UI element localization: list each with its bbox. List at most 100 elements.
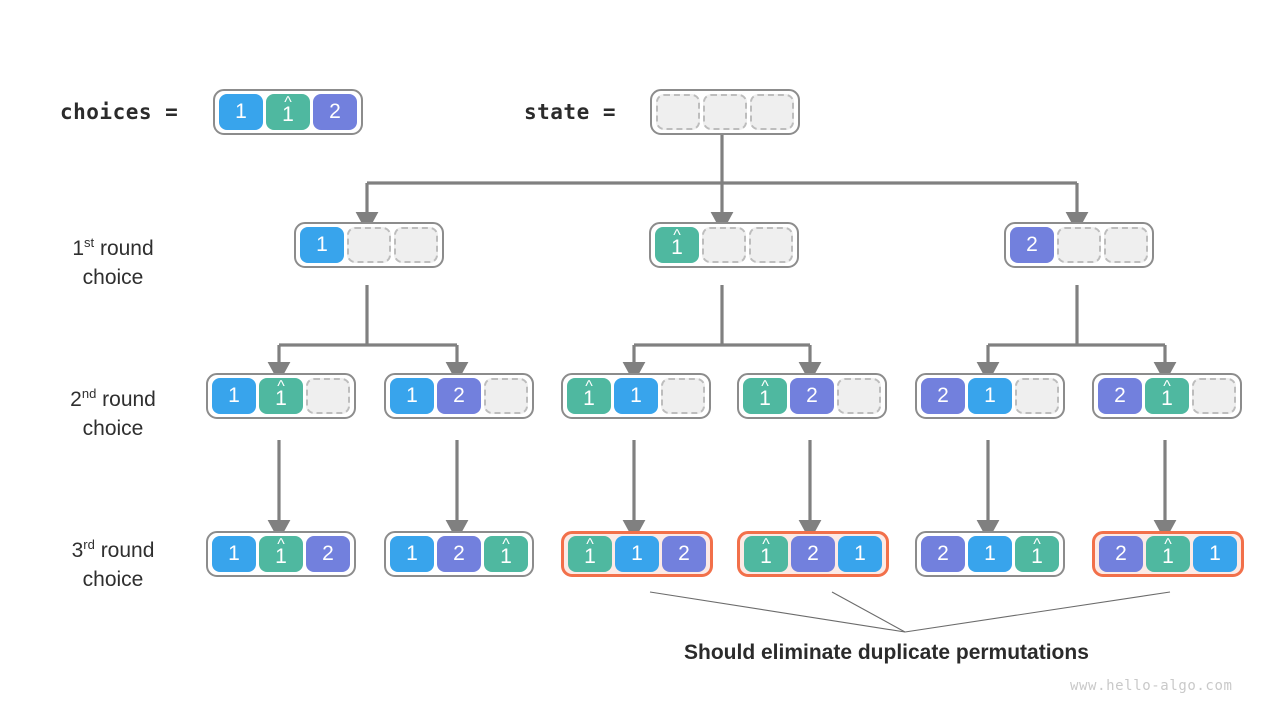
row-2-node-1-cell-1: ^1 <box>259 378 303 414</box>
row-1-node-1: 1 <box>294 222 444 268</box>
row-2-node-6: 2 ^1 <box>1092 373 1242 419</box>
row-2-node-1-cell-0: 1 <box>212 378 256 414</box>
row-3-node-1-cell-1: ^1 <box>259 536 303 572</box>
cell-value: 1 <box>583 386 595 410</box>
row-3-node-2-cell-1: 2 <box>437 536 481 572</box>
cell-value: 1 <box>228 384 240 407</box>
hatted-value: ^1 <box>275 536 287 568</box>
row-3-node-4-cell-1: 2 <box>791 536 835 572</box>
cell-value: 1 <box>316 233 328 256</box>
cell-value: 2 <box>329 100 341 123</box>
hatted-value: ^1 <box>1161 378 1173 410</box>
round-label-2: 2nd round choice <box>33 386 193 444</box>
cell-value: 1 <box>984 384 996 407</box>
cell-value: 1 <box>854 542 866 565</box>
cell-value: 1 <box>631 542 643 565</box>
choices-array: 1 ^1 2 <box>213 89 363 135</box>
row-1-node-1-cell-1 <box>347 227 391 263</box>
row-3-node-3: ^1 1 2 <box>561 531 713 577</box>
hatted-value: ^1 <box>500 536 512 568</box>
round-label-3-line1: 3rd round <box>71 537 155 562</box>
row-3-node-4-cell-2: 1 <box>838 536 882 572</box>
caret-icon: ^ <box>586 535 594 553</box>
cell-value: 1 <box>671 235 683 259</box>
caret-icon: ^ <box>1033 535 1041 553</box>
row-2-node-5-cell-1: 1 <box>968 378 1012 414</box>
round-label-2-line1: 2nd round <box>70 386 156 411</box>
hatted-value: ^1 <box>759 378 771 410</box>
cell-value: 1 <box>228 542 240 565</box>
watermark: www.hello-algo.com <box>1070 678 1233 694</box>
row-3-node-3-cell-0: ^1 <box>568 536 612 572</box>
row-1-node-1-cell-2 <box>394 227 438 263</box>
caret-icon: ^ <box>673 226 681 244</box>
hatted-value: ^1 <box>583 378 595 410</box>
cell-value: 2 <box>453 384 465 407</box>
choices-label: choices = <box>60 100 179 124</box>
state-cell-0 <box>656 94 700 130</box>
cell-value: 2 <box>1115 542 1127 565</box>
hatted-value: ^1 <box>282 94 294 125</box>
row-3-node-1-cell-0: 1 <box>212 536 256 572</box>
cell-value: 2 <box>807 542 819 565</box>
cell-value: 1 <box>275 544 287 568</box>
row-2-node-2-cell-0: 1 <box>390 378 434 414</box>
cell-value: 2 <box>678 542 690 565</box>
row-1-node-2: ^1 <box>649 222 799 268</box>
row-3-node-6-cell-2: 1 <box>1193 536 1237 572</box>
row-1-node-3-cell-1 <box>1057 227 1101 263</box>
row-2-node-1: 1^1 <box>206 373 356 419</box>
hatted-value: ^1 <box>275 378 287 410</box>
cell-value: 1 <box>500 544 512 568</box>
row-1-node-2-cell-0: ^1 <box>655 227 699 263</box>
caret-icon: ^ <box>277 377 285 395</box>
row-1-node-1-cell-0: 1 <box>300 227 344 263</box>
cell-value: 2 <box>322 542 334 565</box>
round-label-3: 3rd round choice <box>33 537 193 595</box>
round-label-3-line2: choice <box>82 567 144 591</box>
cell-value: 1 <box>984 542 996 565</box>
row-1-node-3-cell-2 <box>1104 227 1148 263</box>
cell-value: 2 <box>453 542 465 565</box>
caret-icon: ^ <box>585 377 593 395</box>
caret-icon: ^ <box>761 377 769 395</box>
cell-value: 1 <box>1031 544 1043 568</box>
cell-value: 1 <box>1162 544 1174 568</box>
row-2-node-6-cell-1: ^1 <box>1145 378 1189 414</box>
cell-value: 1 <box>630 384 642 407</box>
row-3-node-6-cell-0: 2 <box>1099 536 1143 572</box>
row-3-node-5-cell-2: ^1 <box>1015 536 1059 572</box>
cell-value: 2 <box>937 542 949 565</box>
row-2-node-3-cell-1: 1 <box>614 378 658 414</box>
state-array <box>650 89 800 135</box>
round-label-1: 1st round choice <box>33 235 193 293</box>
cell-value: 2 <box>1114 384 1126 407</box>
round-label-1-line1: 1st round <box>72 235 154 260</box>
cell-value: 1 <box>1161 386 1173 410</box>
choices-cell-0: 1 <box>219 94 263 130</box>
row-2-node-5-cell-0: 2 <box>921 378 965 414</box>
state-cell-2 <box>750 94 794 130</box>
cell-value: 1 <box>275 386 287 410</box>
row-2-node-1-cell-2 <box>306 378 350 414</box>
hatted-value: ^1 <box>1162 536 1174 568</box>
round-label-2-line2: choice <box>82 416 144 440</box>
cell-value: 1 <box>406 384 418 407</box>
cell-value: 1 <box>759 386 771 410</box>
row-1-node-3-cell-0: 2 <box>1010 227 1054 263</box>
row-3-node-2-cell-0: 1 <box>390 536 434 572</box>
cell-value: 1 <box>406 542 418 565</box>
row-2-node-4-cell-1: 2 <box>790 378 834 414</box>
caret-icon: ^ <box>502 535 510 553</box>
hatted-value: ^1 <box>671 227 683 259</box>
row-3-node-5-cell-0: 2 <box>921 536 965 572</box>
